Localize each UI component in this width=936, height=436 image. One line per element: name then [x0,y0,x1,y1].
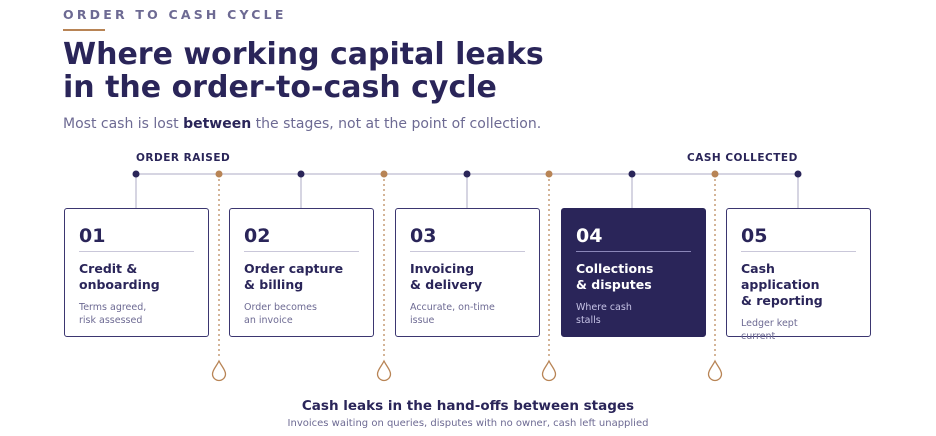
stage-description: Ledger kept current [741,317,856,343]
stage-title: Credit & onboarding [79,261,194,293]
timeline-start-label: ORDER RAISED [136,152,231,164]
leak-drop-icon [211,359,227,382]
stage-number: 01 [79,225,194,252]
leak-3-node [545,170,553,178]
stage-card-3: 03 Invoicing & delivery Accurate, on-tim… [395,208,540,337]
title-line-1: Where working capital leaks [63,37,544,72]
stage-title: Invoicing & delivery [410,261,525,293]
stage-card-2: 02 Order capture & billing Order becomes… [229,208,374,337]
stage-card-5: 05 Cash application & reporting Ledger k… [726,208,871,342]
stage-description-line: risk assessed [79,315,143,326]
stage-2-node [297,170,305,178]
stage-card-4-highlighted: 04 Collections & disputes Where cash sta… [561,208,706,337]
stage-description-line: Terms agreed, [79,302,147,313]
stage-description: Terms agreed, risk assessed [79,301,194,327]
stage-description-line: issue [410,315,435,326]
stage-title-line: Collections [576,261,654,276]
stage-title-line: & delivery [410,277,483,292]
leak-drop-icon [541,359,557,382]
stage-title-line: & disputes [576,277,652,292]
eyebrow-rule [63,29,105,31]
stage-number: 04 [576,225,691,252]
subtitle-end: the stages, not at the point of collecti… [251,116,542,132]
leak-drop-icon [376,359,392,382]
timeline-end-label: CASH COLLECTED [687,152,798,164]
stage-description: Where cash stalls [576,301,691,327]
stage-title: Order capture & billing [244,261,359,293]
page-title: Where working capital leaks in the order… [63,38,663,104]
stage-title-line: Invoicing [410,261,475,276]
stage-description-line: Ledger kept [741,318,798,329]
stage-title-line: & billing [244,277,304,292]
subtitle-start: Most cash is lost [63,116,184,132]
subtitle-emphasis: between [183,116,252,132]
stage-number: 02 [244,225,359,252]
stage-description: Accurate, on-time issue [410,301,525,327]
stage-title-line: & reporting [741,293,823,308]
leak-1-node [215,170,223,178]
title-line-2: in the order-to-cash cycle [63,70,497,105]
leak-2 [376,170,392,382]
eyebrow-label: ORDER TO CASH CYCLE [63,7,287,22]
stage-4-node [628,170,636,178]
stage-title-line: Credit & [79,261,138,276]
leak-caption-title: Cash leaks in the hand-offs between stag… [301,398,635,414]
stage-title-line: Order capture [244,261,344,276]
stage-1-node [132,170,140,178]
stage-description-line: an invoice [244,315,293,326]
stage-card-1: 01 Credit & onboarding Terms agreed, ris… [64,208,209,337]
stage-description-line: Where cash [576,302,632,313]
leak-drop-icon [707,359,723,382]
stage-3-node [463,170,471,178]
leak-2-node [380,170,388,178]
stage-title: Cash application & reporting [741,261,856,309]
stage-description-line: stalls [576,315,601,326]
stage-title-line: Cash application [741,261,820,292]
stage-description-line: current [741,331,776,342]
stage-description-line: Order becomes [244,302,317,313]
leak-caption-subtitle: Invoices waiting on queries, disputes wi… [287,418,649,429]
stage-description-line: Accurate, on-time [410,302,495,313]
stage-number: 03 [410,225,525,252]
stage-5-node [794,170,802,178]
stage-title: Collections & disputes [576,261,691,293]
leak-3 [541,170,557,382]
stage-title-line: onboarding [79,277,160,292]
stage-number: 05 [741,225,856,252]
stage-description: Order becomes an invoice [244,301,359,327]
leak-1 [211,170,227,382]
leak-4 [707,170,723,382]
leak-4-node [711,170,719,178]
page-subtitle: Most cash is lost between the stages, no… [63,116,541,132]
